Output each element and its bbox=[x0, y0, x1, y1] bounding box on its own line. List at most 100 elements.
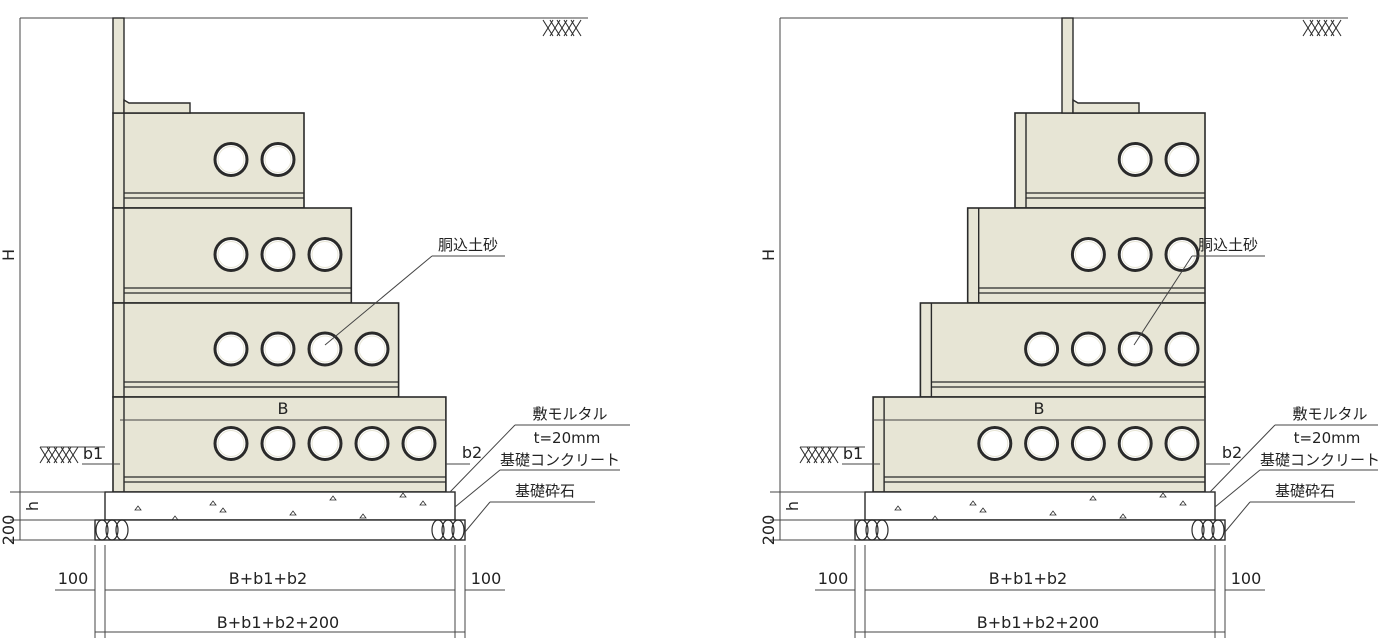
foundation-gravel bbox=[854, 519, 1226, 541]
height-label: H bbox=[0, 249, 18, 261]
drain-hole-ring bbox=[217, 146, 245, 173]
drain-hole-ring bbox=[264, 335, 292, 363]
backfill-label: 胴込土砂 bbox=[438, 236, 498, 254]
top-panel bbox=[112, 17, 125, 114]
drain-hole bbox=[1070, 426, 1106, 461]
foundation-h-label: h bbox=[23, 501, 42, 511]
drain-hole bbox=[1024, 426, 1060, 461]
gravel-stone bbox=[855, 519, 869, 541]
drain-hole-ring bbox=[1121, 430, 1149, 457]
foundation-concrete bbox=[864, 491, 1216, 521]
aggregate-mark bbox=[134, 505, 142, 511]
aggregate-mark bbox=[289, 510, 297, 516]
ground-hatch-icon bbox=[570, 19, 582, 37]
aggregate-mark bbox=[979, 507, 987, 513]
b1-label: b1 bbox=[83, 444, 103, 463]
drain-hole bbox=[401, 426, 437, 461]
drain-hole bbox=[977, 426, 1013, 461]
drain-hole bbox=[213, 426, 249, 461]
leader-line bbox=[464, 501, 491, 533]
block-body bbox=[112, 302, 400, 398]
drain-hole-ring bbox=[358, 335, 386, 363]
drain-hole bbox=[1070, 237, 1106, 272]
wall-block bbox=[112, 302, 400, 398]
drain-hole-ring bbox=[217, 241, 245, 268]
gravel-stone bbox=[115, 519, 129, 541]
gravel-stone bbox=[1201, 519, 1215, 541]
aggregate-mark bbox=[329, 495, 337, 501]
drain-hole bbox=[1117, 426, 1153, 461]
leader-line bbox=[324, 255, 433, 346]
drain-hole bbox=[1164, 331, 1200, 367]
drain-hole-ring bbox=[1121, 241, 1149, 268]
gravel-label: 基礎砕石 bbox=[1275, 482, 1335, 500]
aggregate-mark bbox=[1159, 492, 1167, 498]
gravel-stone bbox=[1211, 519, 1225, 541]
drain-hole-ring bbox=[264, 146, 292, 173]
drain-hole-ring bbox=[264, 241, 292, 268]
drain-hole-ring bbox=[1121, 335, 1149, 363]
aggregate-mark bbox=[894, 505, 902, 511]
drain-hole-ring bbox=[311, 241, 339, 268]
total-width-label: B+b1+b2+200 bbox=[977, 613, 1099, 632]
leader-line bbox=[1209, 424, 1276, 493]
drain-hole bbox=[260, 426, 296, 461]
drain-hole-ring bbox=[217, 430, 245, 457]
drain-hole-ring bbox=[405, 430, 433, 457]
block-body bbox=[919, 302, 1206, 398]
gravel-stone bbox=[1191, 519, 1205, 541]
b2-label: b2 bbox=[1222, 443, 1242, 462]
drain-hole bbox=[1117, 331, 1153, 367]
aggregate-mark bbox=[209, 500, 217, 506]
top-panel-foot bbox=[1072, 98, 1140, 114]
leader-line bbox=[1214, 469, 1261, 508]
gravel-200-label: 200 bbox=[759, 515, 778, 546]
drain-hole-ring bbox=[1074, 241, 1102, 268]
drain-hole-ring bbox=[1028, 335, 1056, 363]
foundation-gravel bbox=[94, 519, 466, 541]
drain-hole-ring bbox=[1121, 146, 1149, 173]
gravel-stone bbox=[451, 519, 465, 541]
drain-hole bbox=[1164, 142, 1200, 177]
leader-line bbox=[449, 424, 516, 493]
drain-hole bbox=[1117, 142, 1153, 177]
leader-line bbox=[454, 469, 501, 508]
gravel-stone bbox=[95, 519, 109, 541]
total-width-label: B+b1+b2+200 bbox=[217, 613, 339, 632]
ground-hatch-icon bbox=[1330, 19, 1342, 37]
gravel-stone bbox=[441, 519, 455, 541]
drain-hole-ring bbox=[1168, 335, 1196, 363]
drain-hole bbox=[213, 237, 249, 272]
top-panel-foot bbox=[123, 98, 191, 114]
drain-hole-ring bbox=[358, 430, 386, 457]
drain-hole bbox=[354, 426, 390, 461]
ground-hatch-icon bbox=[827, 446, 839, 464]
drain-hole bbox=[213, 142, 249, 177]
drain-hole bbox=[260, 331, 296, 367]
drain-hole-ring bbox=[217, 335, 245, 363]
concrete-label: 基礎コンクリート bbox=[500, 451, 620, 469]
wall-block bbox=[112, 396, 447, 493]
mortar-thickness-label: t=20mm bbox=[534, 429, 601, 447]
aggregate-mark bbox=[1179, 500, 1187, 506]
b-label: B bbox=[1034, 399, 1045, 418]
backfill-label: 胴込土砂 bbox=[1198, 236, 1258, 254]
drain-hole bbox=[307, 426, 343, 461]
drain-hole bbox=[1070, 331, 1106, 367]
drain-hole-ring bbox=[1168, 241, 1196, 268]
leader-line bbox=[1224, 501, 1251, 533]
drain-hole bbox=[307, 237, 343, 272]
width-label: B+b1+b2 bbox=[229, 569, 307, 588]
wall-block bbox=[112, 207, 353, 304]
gravel-stone bbox=[431, 519, 445, 541]
b2-label: b2 bbox=[462, 443, 482, 462]
drain-hole bbox=[1117, 237, 1153, 272]
drain-hole bbox=[260, 142, 296, 177]
drain-hole bbox=[354, 331, 390, 367]
mortar-thickness-label: t=20mm bbox=[1294, 429, 1361, 447]
mortar-label: 敷モルタル bbox=[1292, 405, 1367, 423]
aggregate-mark bbox=[969, 500, 977, 506]
drain-hole bbox=[1164, 237, 1200, 272]
